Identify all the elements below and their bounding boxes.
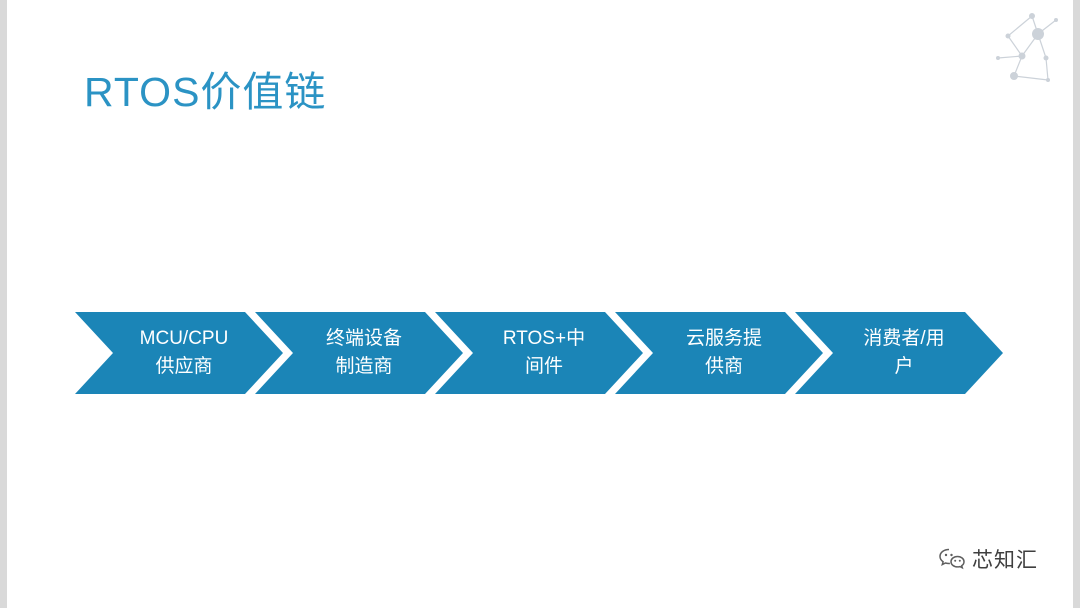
wechat-icon [939,548,965,570]
value-chain-diagram: MCU/CPU 供应商 终端设备 制造商 RTOS+中 间件 云服务提 供商 消… [75,312,1003,394]
left-edge-bar [0,0,7,608]
chevron-label-line2: 户 [894,356,914,377]
chevron-label-line1: RTOS+中 [502,328,586,349]
network-graph-icon [996,13,1058,82]
brand-name: 芯知汇 [972,549,1038,572]
page-title: RTOS价值链 [84,69,327,115]
brand-logo: 芯知汇 [938,544,1038,574]
chevron-step-device-manufacturer: 终端设备 制造商 [255,312,463,394]
chevron-label-line2: 供商 [704,356,743,377]
chevron-label-line1: MCU/CPU [139,328,229,349]
chevron-step-cloud-provider: 云服务提 供商 [615,312,823,394]
chevron-label-line2: 供应商 [155,356,213,377]
chevron-step-mcu-cpu-supplier: MCU/CPU 供应商 [75,312,283,394]
chevron-label-line1: 云服务提 [685,328,762,349]
chevron-step-rtos-middleware: RTOS+中 间件 [435,312,643,394]
chevron-step-consumer-user: 消费者/用 户 [795,312,1003,394]
chevron-label-line1: 消费者/用 [863,328,945,349]
chevron-label-line1: 终端设备 [325,328,402,349]
chevron-label-line2: 制造商 [335,356,393,377]
chevron-label-line2: 间件 [524,356,563,377]
right-edge-bar [1073,0,1080,608]
